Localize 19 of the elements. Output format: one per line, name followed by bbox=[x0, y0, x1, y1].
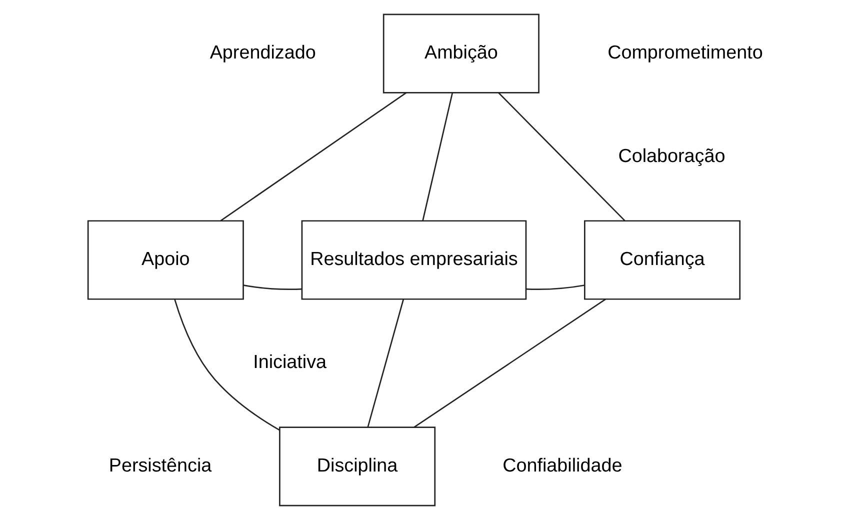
node-box: Apoio bbox=[87, 220, 244, 300]
connector bbox=[526, 284, 585, 290]
node-box: Resultados empresariais bbox=[301, 220, 527, 300]
connector bbox=[243, 284, 302, 290]
node-box: Confiança bbox=[584, 220, 741, 300]
label: Confiabilidade bbox=[502, 454, 622, 476]
connector bbox=[498, 92, 626, 221]
label: Comprometimento bbox=[608, 42, 763, 64]
connector bbox=[174, 298, 280, 430]
connector bbox=[414, 298, 606, 428]
node-box: Disciplina bbox=[279, 426, 436, 506]
node-box: Ambição bbox=[382, 13, 540, 93]
connector bbox=[220, 92, 407, 221]
connector bbox=[367, 298, 404, 427]
label: Colaboração bbox=[618, 145, 726, 166]
label: Persistência bbox=[108, 454, 212, 476]
label: Aprendizado bbox=[210, 42, 316, 64]
connector bbox=[422, 92, 454, 220]
label: Iniciativa bbox=[253, 352, 327, 373]
